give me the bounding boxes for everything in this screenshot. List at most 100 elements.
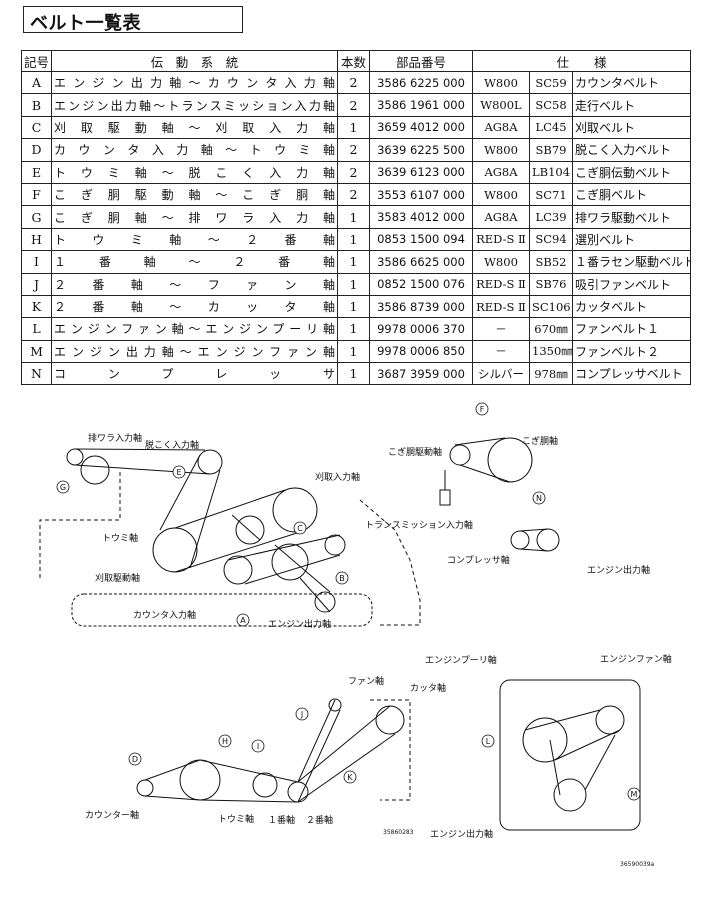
cell-part-number: 3639 6123 000: [369, 160, 473, 184]
cell-spec-type: シルバー: [472, 362, 530, 386]
label-ichiban: １番軸: [268, 814, 295, 826]
pulley-transmission: [324, 534, 346, 556]
cell-symbol: D: [21, 138, 52, 162]
pulley-niban: [287, 781, 309, 803]
cell-spec-type: W800L: [472, 93, 530, 117]
pulley-compressor: [510, 530, 530, 550]
cell-spec-name: 刈取ベルト: [571, 115, 692, 140]
cell-spec-name: こぎ胴伝動ベルト: [571, 160, 692, 184]
cell-spec-name: １番ラセン駆動ベルト: [571, 250, 692, 274]
page-title: ベルト一覧表: [30, 13, 141, 34]
cell-part-number: 3583 4012 000: [369, 205, 473, 229]
callout-c: C: [297, 524, 303, 533]
cell-spec-size: LC39: [529, 205, 573, 229]
callout-l: L: [486, 737, 491, 746]
callout-a: A: [240, 616, 246, 625]
cell-spec-type: －: [472, 317, 530, 341]
cell-spec-size: SC106: [529, 294, 573, 319]
cell-path: ２番軸～ファン軸: [51, 272, 338, 296]
cell-part-number: 3687 3959 000: [369, 362, 473, 386]
belt-diagram: G E C A B F N D H I J K L M 排ワラ入力軸 脱こく入力…: [39, 402, 672, 868]
cell-symbol: M: [21, 339, 52, 364]
cell-path: 刈取駆動軸～刈取入力軸: [51, 115, 338, 140]
cell-path: エンジン出力軸～エンジンファン軸: [51, 339, 338, 364]
cell-count: 1: [337, 115, 370, 140]
figure-code-left: 35860283: [383, 829, 414, 836]
label-fan: ファン軸: [348, 675, 384, 687]
header-path: 伝 動 系 統: [51, 50, 338, 72]
cell-count: 1: [337, 339, 370, 364]
cell-symbol: I: [21, 250, 52, 274]
header-symbol: 記号: [21, 50, 52, 72]
cell-path: エンジン出力軸～カウンタ入力軸: [51, 70, 338, 95]
cell-symbol: G: [21, 205, 52, 229]
callout-b: B: [339, 574, 345, 583]
label-tomi: トウミ軸: [102, 532, 138, 544]
pulley-ichiban: [252, 772, 278, 798]
cell-spec-name: ファンベルト１: [571, 317, 692, 341]
label-engine-pulley: エンジンプーリ軸: [425, 654, 497, 666]
pulley-fan: [328, 698, 342, 712]
cell-count: 1: [337, 205, 370, 229]
cell-spec-name: ファンベルト２: [571, 339, 692, 364]
callout-j: J: [300, 710, 303, 719]
label-engine-fan: エンジンファン軸: [600, 653, 672, 665]
cell-spec-type: W800: [472, 250, 530, 274]
cell-spec-type: AG8A: [472, 115, 530, 140]
label-counter-in: カウンタ入力軸: [133, 609, 196, 621]
cell-symbol: F: [21, 182, 52, 207]
label-kogi-drive: こぎ胴駆動軸: [388, 446, 442, 458]
cell-spec-size: SB79: [529, 138, 573, 162]
callout-g: G: [60, 483, 66, 492]
pulley-cutter: [375, 705, 405, 735]
cell-count: 1: [337, 294, 370, 319]
callout-e: E: [176, 468, 181, 477]
cell-part-number: 3553 6107 000: [369, 182, 473, 207]
cell-spec-size: LB104: [529, 160, 573, 184]
label-niban: ２番軸: [306, 814, 333, 826]
cell-symbol: A: [21, 70, 52, 95]
figure-code-right: 36590039a: [620, 861, 655, 868]
cell-part-number: 9978 0006 850: [369, 339, 473, 364]
label-compressor: コンプレッサ軸: [447, 554, 510, 566]
pulley-counter: [136, 779, 154, 797]
cell-symbol: H: [21, 227, 52, 252]
pulley-karitori-in: [272, 487, 318, 533]
label-transmission: トランスミッション入力軸: [365, 519, 473, 531]
cell-spec-type: W800: [472, 182, 530, 207]
label-karitori-drive: 刈取駆動軸: [95, 572, 140, 584]
cell-spec-type: RED-S Ⅱ: [472, 294, 530, 319]
cell-spec-name: 選別ベルト: [571, 227, 692, 252]
cell-spec-type: RED-S Ⅱ: [472, 227, 530, 252]
cell-spec-size: SB76: [529, 272, 573, 296]
label-cutter: カッタ軸: [410, 682, 446, 694]
cell-spec-size: SC71: [529, 182, 573, 207]
cell-spec-type: RED-S Ⅱ: [472, 272, 530, 296]
crawler-outline: [71, 593, 373, 627]
cell-symbol: C: [21, 115, 52, 140]
cell-count: 2: [337, 160, 370, 184]
cell-spec-name: 排ワラ駆動ベルト: [571, 205, 692, 229]
engine-outline: [499, 679, 641, 831]
cell-path: コンプレッサ: [51, 362, 338, 386]
cell-count: 2: [337, 138, 370, 162]
cell-part-number: 0853 1500 094: [369, 227, 473, 252]
label-tomi-2: トウミ軸: [218, 813, 254, 825]
title-box: ベルト一覧表: [23, 6, 243, 34]
cell-path: エンジン出力軸～トランスミッション入力軸: [51, 93, 338, 117]
cell-count: 1: [337, 362, 370, 386]
cell-part-number: 3659 4012 000: [369, 115, 473, 140]
cell-spec-size: SB52: [529, 250, 573, 274]
cell-path: トウミ軸～２番軸: [51, 227, 338, 252]
pulley-datsukoku: [197, 449, 223, 475]
cell-count: 1: [337, 227, 370, 252]
